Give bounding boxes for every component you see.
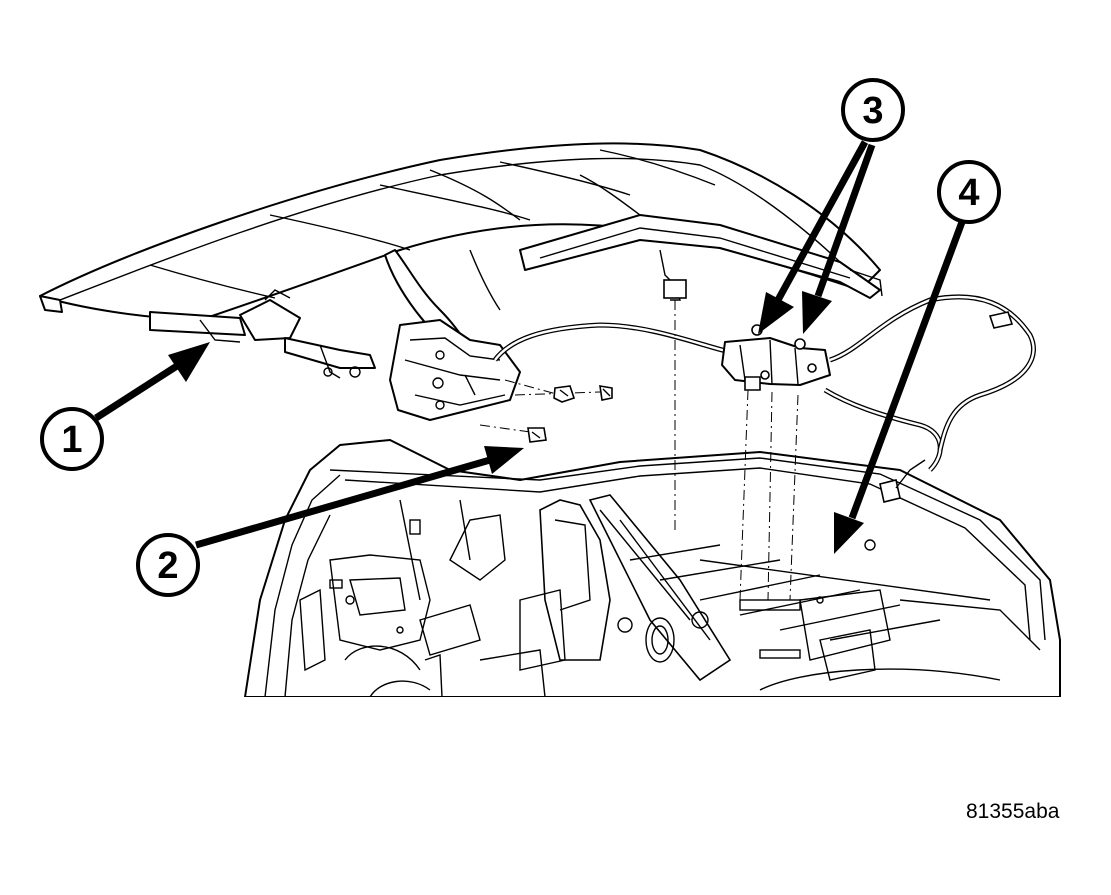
callout-1: 1 [40, 407, 104, 471]
callout-4-label: 4 [958, 172, 979, 214]
leader-arrow-2 [195, 446, 524, 549]
vehicle-body [244, 439, 1061, 697]
figure-id: 81355aba [966, 800, 1060, 823]
callout-1-label: 1 [61, 419, 82, 461]
leader-arrow-3b [802, 143, 876, 334]
fasteners [479, 379, 613, 443]
leader-arrow-3a [758, 140, 869, 334]
leader-arrow-1 [94, 342, 210, 421]
hydraulic-pump-and-lines [493, 294, 1036, 601]
pump-mounting-bracket [389, 319, 521, 421]
callout-4: 4 [937, 160, 1001, 224]
leader-arrow-4 [834, 220, 966, 554]
callout-3: 3 [841, 78, 905, 142]
callout-2-label: 2 [157, 545, 178, 587]
callout-2: 2 [136, 533, 200, 597]
callout-3-label: 3 [862, 90, 883, 132]
